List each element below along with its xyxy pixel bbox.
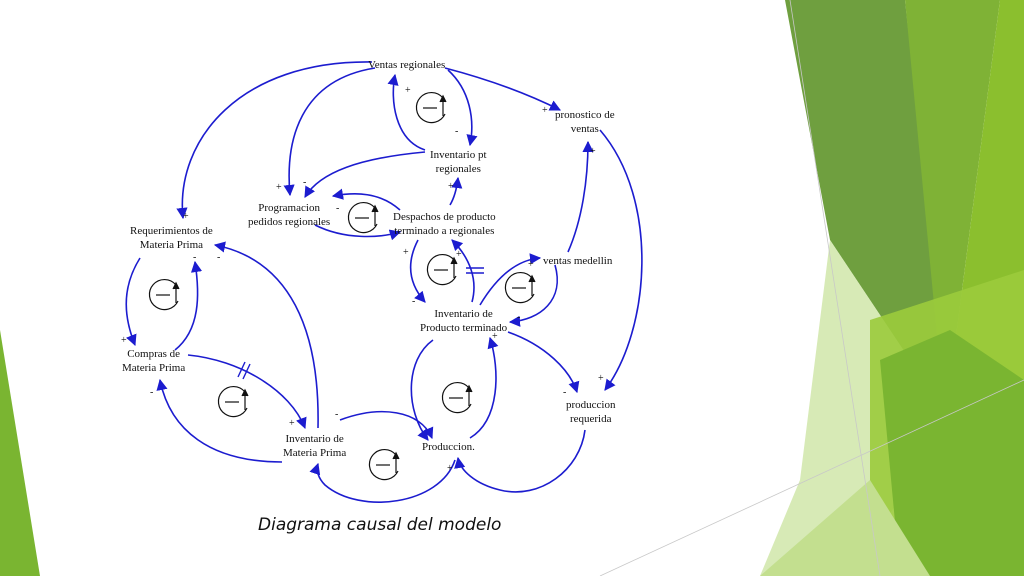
arrow-ventas-to-inventario-pt	[447, 69, 478, 147]
decorative-green-corner	[0, 330, 40, 576]
arrow-inventario-producto-to-produccion	[410, 339, 434, 441]
loop-markers	[148, 91, 536, 481]
sign-minus: -	[217, 252, 221, 263]
node-inventario-mp: Inventario de Materia Prima	[283, 433, 347, 459]
arrow-produccion-requerida-to-produccion	[454, 429, 586, 493]
sign-minus: -	[150, 387, 154, 398]
sign-plus: +	[598, 373, 604, 384]
sign-plus: +	[447, 463, 453, 474]
loop-marker-requerimientos	[148, 278, 180, 311]
sign-plus: +	[121, 335, 127, 346]
sign-minus: -	[563, 387, 567, 398]
sign-minus: -	[412, 296, 416, 307]
arrow-programacion-to-despachos	[314, 224, 402, 241]
node-produccion-requerida: produccion requerida	[566, 399, 616, 425]
sign-minus: -	[517, 312, 521, 323]
arrow-pronostico-to-produccion-requerida	[599, 129, 643, 391]
loop-marker-ventas	[415, 91, 447, 124]
sign-minus: -	[303, 177, 307, 188]
sign-plus: +	[528, 259, 534, 270]
arrow-inventario-pt-to-programacion	[304, 151, 426, 198]
arrow-ventas-to-pronostico	[444, 67, 562, 111]
sign-plus: +	[590, 146, 596, 157]
sign-plus: +	[405, 85, 411, 96]
arrow-despachos-to-programacion	[331, 188, 401, 211]
node-requerimientos-mp: Requerimientos de Materia Prima	[130, 225, 213, 251]
sign-minus: -	[455, 126, 459, 137]
arrow-ventas-medellin-to-pronostico	[567, 140, 594, 253]
loop-marker-medellin	[504, 271, 536, 304]
sign-plus: +	[456, 249, 462, 260]
loop-marker-produccion	[441, 381, 473, 414]
node-inventario-producto-terminado: Inventario de Producto terminado	[420, 308, 508, 334]
arrow-requerimientos-to-compras	[125, 257, 141, 347]
arrow-ventas-to-programacion	[283, 67, 376, 197]
sign-plus: +	[492, 331, 498, 342]
causal-arrows	[125, 61, 643, 503]
loop-marker-programacion	[347, 201, 379, 234]
sign-minus: -	[336, 203, 340, 214]
arrow-inventario-mp-to-produccion	[339, 410, 434, 440]
sign-minus: -	[335, 409, 339, 420]
node-ventas-medellin: ventas medellin	[543, 255, 613, 267]
sign-plus: +	[183, 211, 189, 222]
arrow-despachos-to-inventario-producto	[409, 239, 426, 303]
arrow-ventas-medellin-to-inventario	[508, 264, 558, 327]
sign-plus: +	[542, 105, 548, 116]
arrow-produccion-to-inventario-producto	[469, 336, 499, 439]
loop-marker-inventario-mp	[368, 448, 400, 481]
loop-marker-despachos	[426, 253, 458, 286]
node-programacion-pedidos: Programacion pedidos regionales	[248, 202, 331, 228]
slide-caption: Diagrama causal del modelo	[258, 515, 502, 535]
node-inventario-pt-regionales: Inventario pt regionales	[430, 149, 487, 175]
arrow-inventario-mp-to-requerimientos	[213, 241, 319, 429]
arrow-compras-to-requerimientos	[174, 260, 203, 351]
arrow-inventario-producto-to-produccion-requerida	[507, 331, 580, 394]
arrow-inventario-mp-to-compras	[156, 378, 283, 463]
sign-plus: +	[289, 418, 295, 429]
node-ventas-regionales: Ventas regionales	[368, 59, 446, 71]
sign-plus: +	[403, 247, 409, 258]
sign-minus: -	[193, 252, 197, 263]
decorative-green-shapes	[599, 0, 1024, 576]
node-despachos-producto: Despachos de producto terminado a region…	[393, 211, 496, 237]
arrow-produccion-to-inventario-mp	[309, 459, 456, 503]
arrow-compras-to-inventario-mp	[187, 354, 307, 430]
delay-marks	[237, 267, 484, 380]
sign-plus: +	[448, 181, 454, 192]
arrow-inventario-producto-to-despachos	[451, 239, 475, 303]
node-pronostico-ventas: pronostico de ventas	[555, 109, 615, 135]
node-compras-mp: Compras de Materia Prima	[122, 348, 186, 374]
arrow-ventas-to-requerimientos	[176, 61, 373, 220]
node-produccion: Produccion.	[422, 441, 475, 453]
sign-plus: +	[276, 182, 282, 193]
loop-marker-compras	[217, 385, 249, 418]
arrow-inventario-producto-to-ventas-medellin	[479, 253, 542, 306]
arrow-despachos-to-inventario-pt	[449, 176, 463, 206]
arrow-inventario-pt-to-ventas	[387, 73, 426, 151]
